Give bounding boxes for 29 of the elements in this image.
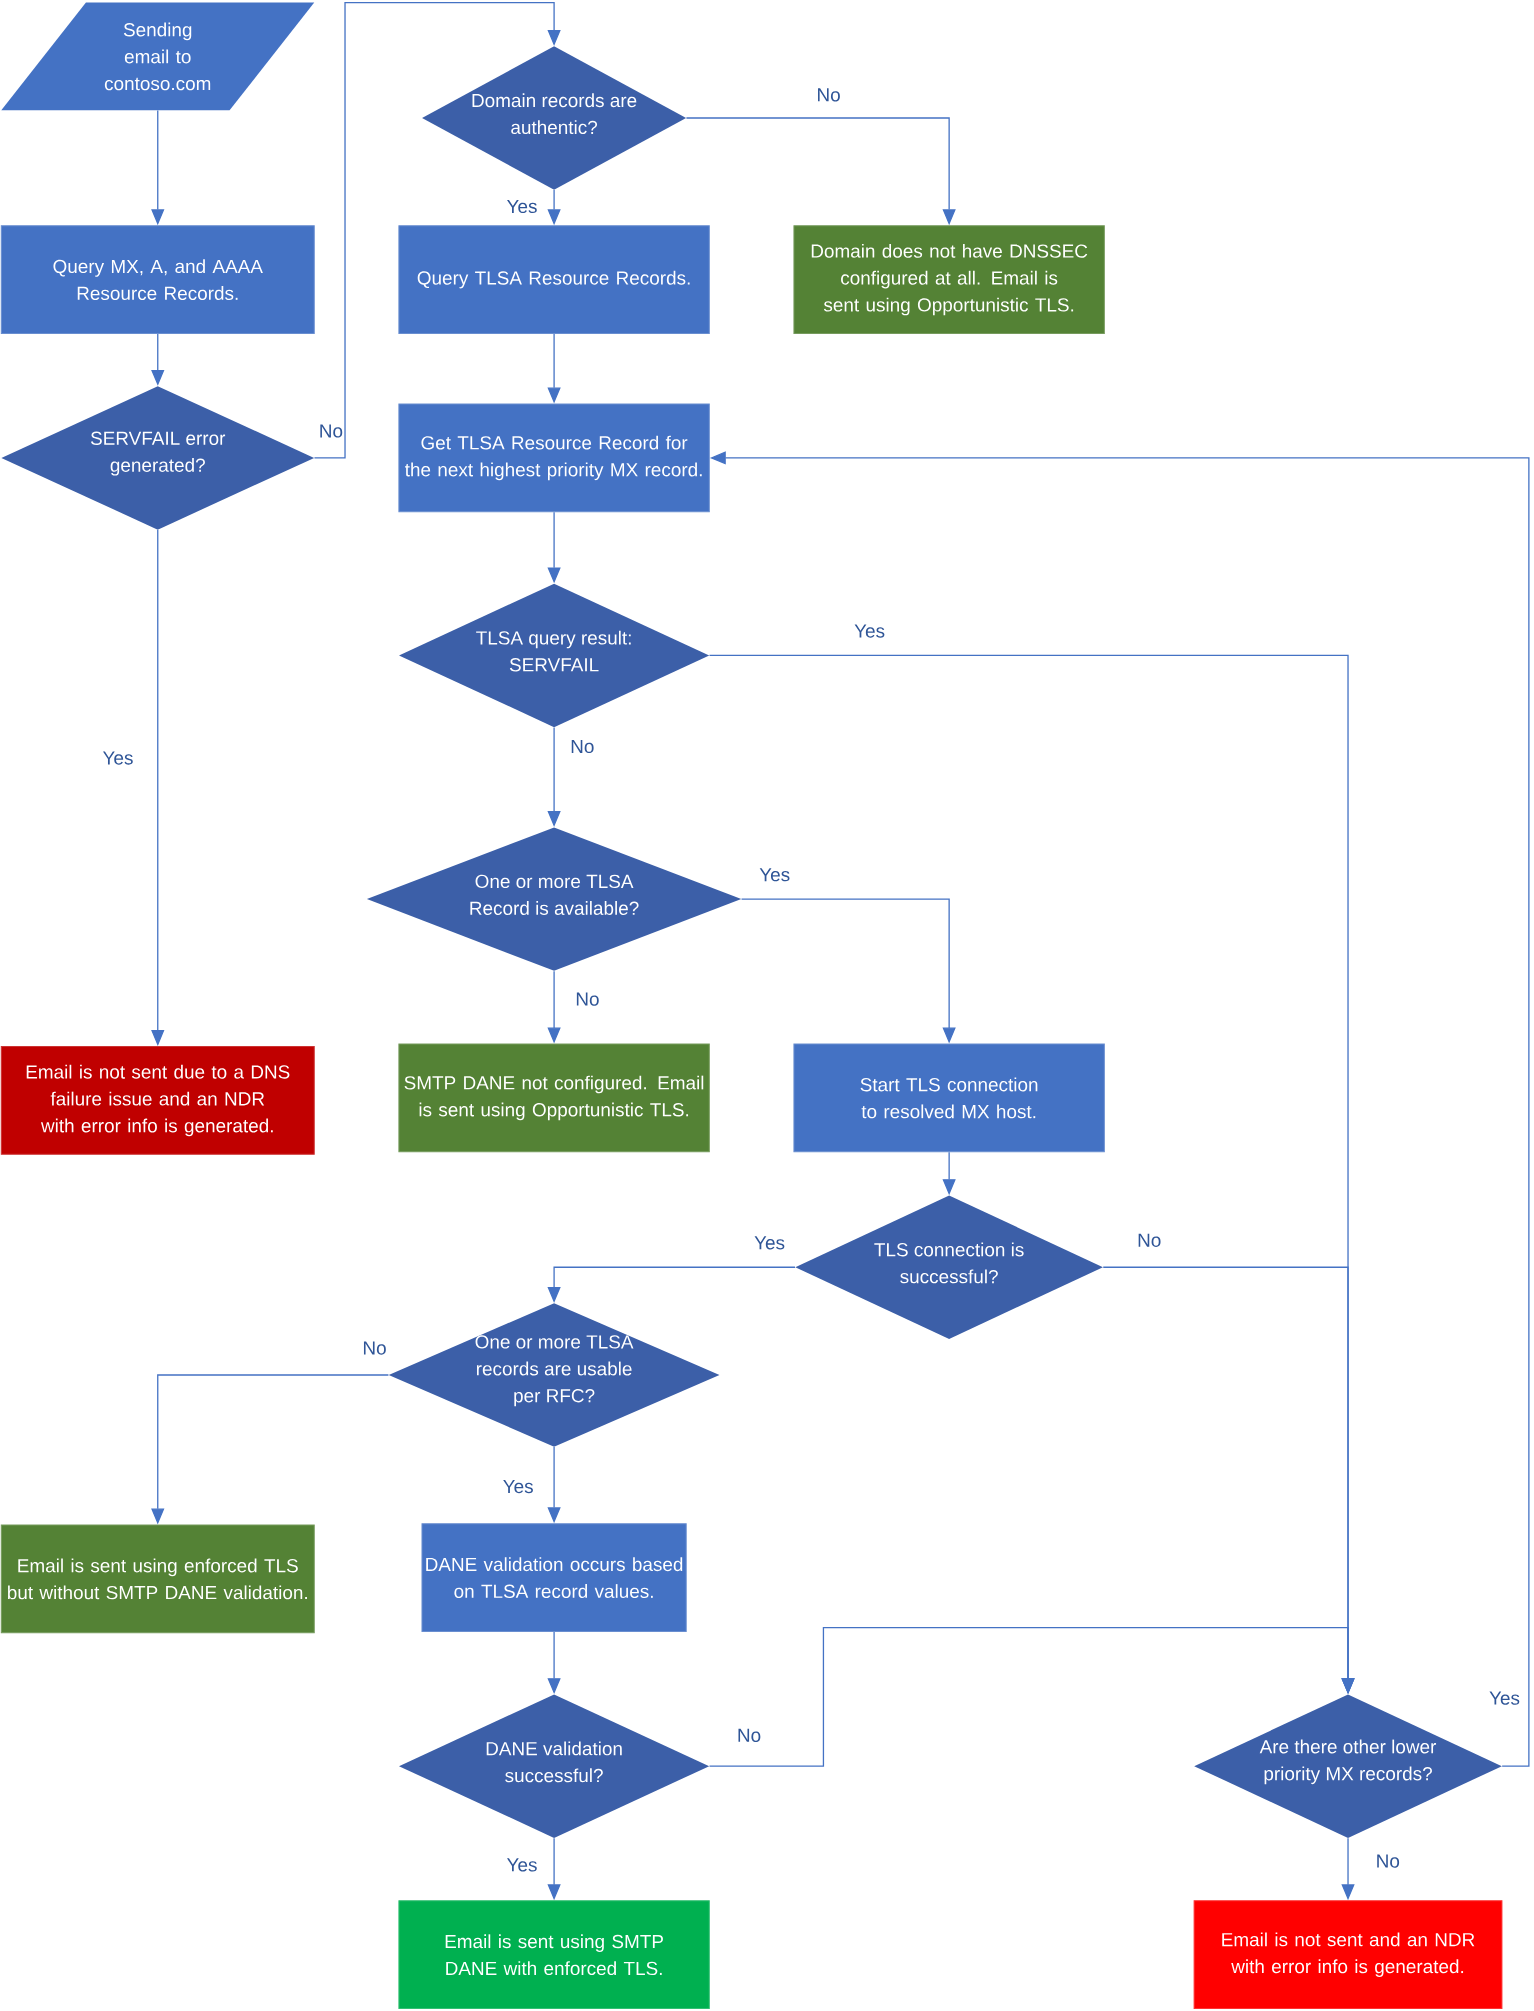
- edge-label: No: [574, 991, 601, 1007]
- process-box: SMTP DANE not configured. Email is sent using Opportunistic TLS.: [398, 1043, 710, 1153]
- edge-label: Yes: [753, 1235, 786, 1251]
- edge-label: No: [361, 1340, 388, 1356]
- process-box: DANE validation occurs based on TLSA record values.: [421, 1523, 687, 1632]
- arrow: [708, 1627, 1355, 1767]
- edge-label: Yes: [505, 1857, 539, 1873]
- edge-label: No: [569, 738, 596, 755]
- process-box: Email is not sent and an NDR with error info is generated.: [1193, 1900, 1503, 2010]
- edge-label: Yes: [101, 750, 135, 766]
- edge-label: Yes: [758, 867, 792, 883]
- arrow: [313, 1, 561, 459]
- process-box: Email is sent using enforced TLS but without SMTP DANE validation.: [0, 1524, 315, 1634]
- process-box: Query TLSA Resource Records.: [398, 225, 710, 334]
- edge-label: No: [1136, 1232, 1163, 1248]
- edge-label: No: [1374, 1853, 1401, 1869]
- process-box: Get TLSA Resource Record for the next highest priority MX record.: [398, 403, 710, 513]
- edge-label: No: [815, 87, 842, 103]
- edge-label: No: [317, 423, 344, 439]
- edge-label: Yes: [501, 1478, 535, 1495]
- process-box: Email is sent using SMTP DANE with enforced TLS.: [398, 1900, 710, 2010]
- process-box: Query MX, A, and AAAA Resource Records.: [0, 225, 315, 334]
- edge-label: Yes: [505, 198, 539, 215]
- input-parallelogram: Sending email to contoso.com: [1, 2, 315, 111]
- process-box: Domain does not have DNSSEC configured at all. Email is sent using Opportunistic TLS.: [793, 225, 1105, 334]
- edge-label: Yes: [853, 623, 887, 639]
- edge-label: No: [735, 1727, 763, 1743]
- process-box: Start TLS connection to resolved MX host.: [793, 1043, 1105, 1153]
- process-box: Email is not sent due to a DNS failure issue and an NDR with error info is generated.: [0, 1046, 315, 1155]
